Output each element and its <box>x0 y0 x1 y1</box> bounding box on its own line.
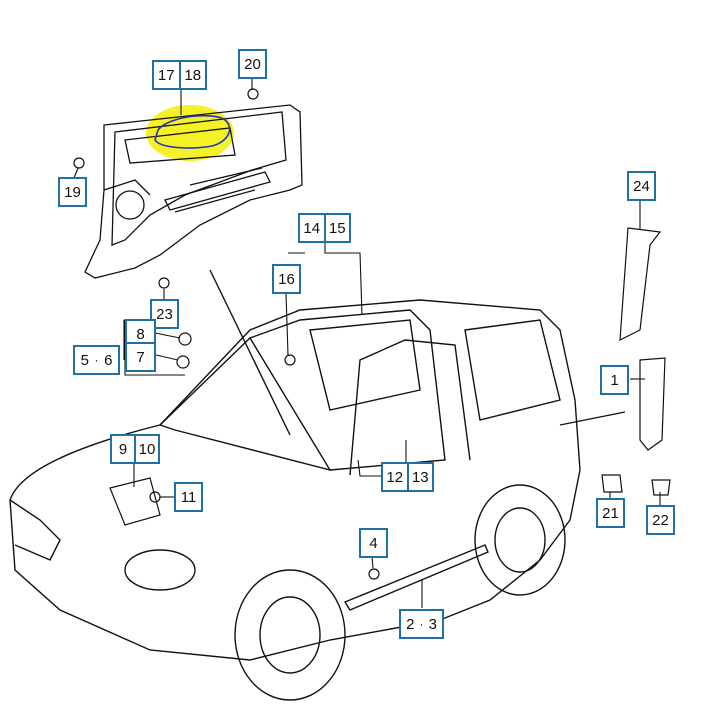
callout-7: 7 <box>125 342 156 372</box>
quarter-trim-panel <box>84 104 303 279</box>
callout-14-15: 14 15 <box>298 213 351 243</box>
callout-label-18: 18 <box>184 66 202 84</box>
fasteners <box>73 88 380 580</box>
callout-label-3: 3 <box>428 615 437 633</box>
callout-label-4: 4 <box>369 534 378 552</box>
callout-21: 21 <box>596 498 625 528</box>
callout-label-15: 15 <box>328 219 346 237</box>
callout-label-14: 14 <box>303 219 321 237</box>
callout-label-16: 16 <box>278 270 295 288</box>
callout-dot: · <box>94 353 99 367</box>
callout-label-5: 5 <box>80 351 89 369</box>
callout-label-22: 22 <box>652 511 669 529</box>
callout-label-20: 20 <box>244 55 261 73</box>
callout-label-21: 21 <box>602 504 619 522</box>
callout-4: 4 <box>359 528 388 558</box>
callout-label-23: 23 <box>156 305 173 323</box>
vehicle-outline <box>9 269 626 701</box>
callout-label-2: 2 <box>406 615 415 633</box>
callout-1: 1 <box>600 365 629 395</box>
callout-label-12: 12 <box>386 468 404 486</box>
callout-label-17: 17 <box>157 66 175 84</box>
callout-12-13: 12 13 <box>381 462 434 492</box>
callout-5-6: 5 · 6 <box>73 345 120 375</box>
callout-19: 19 <box>58 177 87 207</box>
callout-20: 20 <box>238 49 267 79</box>
callout-label-10: 10 <box>138 440 156 458</box>
callout-divider <box>134 436 136 462</box>
callout-9-10: 9 10 <box>110 434 160 464</box>
annotation-loop <box>154 114 231 149</box>
callout-label-9: 9 <box>118 440 128 458</box>
callout-label-7: 7 <box>136 348 145 366</box>
loose-parts <box>109 227 671 526</box>
callout-label-13: 13 <box>411 468 429 486</box>
callout-16: 16 <box>272 264 301 294</box>
callout-label-8: 8 <box>136 325 145 343</box>
callout-label-19: 19 <box>64 183 81 201</box>
callout-24: 24 <box>627 171 656 201</box>
callout-label-24: 24 <box>633 177 650 195</box>
callout-22: 22 <box>646 505 675 535</box>
callout-label-6: 6 <box>104 351 113 369</box>
callout-label-11: 11 <box>180 488 197 506</box>
callout-divider <box>323 215 326 241</box>
callout-dot: · <box>419 617 424 631</box>
callout-divider <box>406 464 409 490</box>
callout-divider <box>178 62 181 88</box>
callout-label-1: 1 <box>610 371 619 389</box>
callout-11: 11 <box>174 482 203 512</box>
callout-2-3: 2 · 3 <box>399 609 444 639</box>
